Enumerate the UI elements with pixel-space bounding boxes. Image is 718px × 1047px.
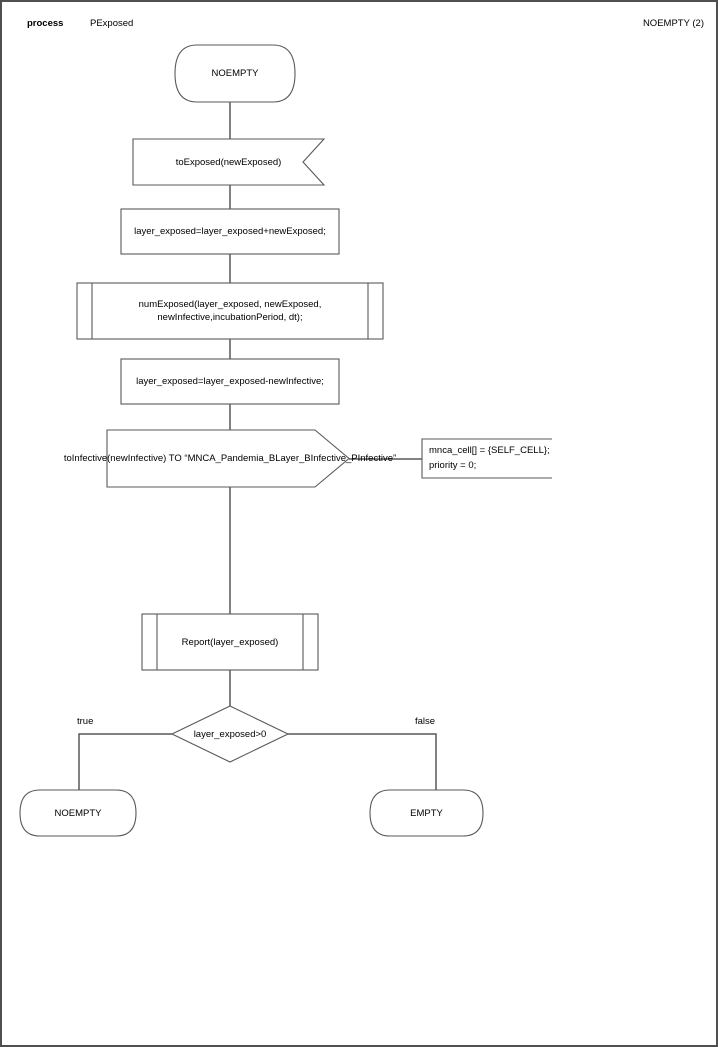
procedure-call-numexposed-label: numExposed(layer_exposed, newExposed, ne… xyxy=(92,283,368,339)
comment-line2: priority = 0; xyxy=(429,460,477,471)
task1-label: layer_exposed=layer_exposed+newExposed; xyxy=(134,226,326,237)
procedure-call-numexposed-line1: numExposed(layer_exposed, newExposed, xyxy=(138,299,322,310)
output-signal-shape xyxy=(106,429,350,488)
comment-line1: mnca_cell[] = {SELF_CELL}; xyxy=(429,445,550,456)
decision-false-label: false xyxy=(415,716,436,727)
decision-shape xyxy=(170,705,290,763)
header-process-name: PExposed xyxy=(90,18,134,29)
flow-connectors xyxy=(78,102,437,790)
input-signal-shape xyxy=(132,138,326,186)
end-state-true-shape xyxy=(19,789,137,837)
true-branch-line xyxy=(78,733,172,790)
start-state-label: NOEMPTY xyxy=(211,68,259,79)
comment-label: mnca_cell[] = {SELF_CELL}; priority = 0; xyxy=(429,443,559,473)
false-branch-line xyxy=(288,733,437,790)
header-page-label: NOEMPTY (2) xyxy=(642,18,704,29)
header-kind-label: process xyxy=(27,18,64,29)
decision-label: layer_exposed>0 xyxy=(193,728,267,740)
output-signal-label: toInfective(newInfective) TO “MNCA_Pande… xyxy=(63,453,397,464)
procedure-call-numexposed-shape xyxy=(76,282,384,340)
end-state-true-label: NOEMPTY xyxy=(54,807,102,819)
procedure-call-report-shape xyxy=(141,613,319,671)
procedure-call-report-label: Report(layer_exposed) xyxy=(181,636,279,648)
task1-shape xyxy=(120,208,340,255)
input-signal-label: toExposed(newExposed) xyxy=(175,156,282,168)
decision-true-label: true xyxy=(77,716,94,727)
end-state-false-label: EMPTY xyxy=(410,807,443,819)
end-state-false-shape xyxy=(369,789,484,837)
start-state-shape xyxy=(174,44,296,103)
task2-label: layer_exposed=layer_exposed-newInfective… xyxy=(136,376,324,387)
comment-shape xyxy=(421,438,552,479)
procedure-call-numexposed-line2: newInfective,incubationPeriod, dt); xyxy=(157,312,303,323)
task2-shape xyxy=(120,358,340,405)
